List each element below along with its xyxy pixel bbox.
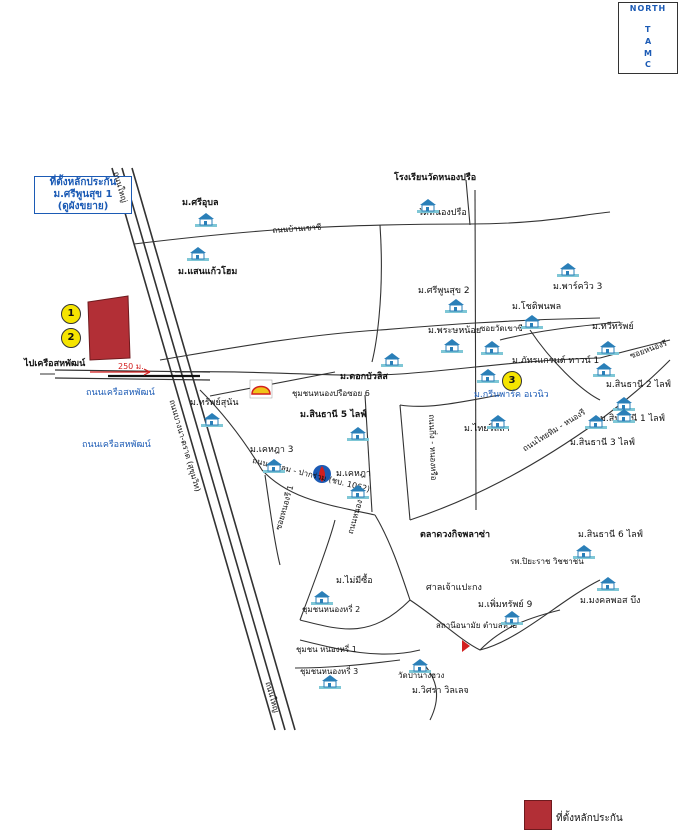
- label-saengkaew: ม.แสนแก้วโฮม: [178, 267, 238, 277]
- label-green-park: ม.กรีนพาร์ค อเวนิว: [474, 390, 549, 400]
- label-sinthani5: ม.สินธานี 5 ไลฟ์: [300, 410, 367, 420]
- legend-label: ที่ตั้งหลักประกัน: [556, 813, 623, 824]
- road-label-tabma: ถนนกึ่ง - หนองหรือ: [427, 414, 439, 481]
- north-label: NORTH: [629, 4, 667, 13]
- label-school: โรงเรียนวัดหนองปรือ: [394, 173, 477, 183]
- highway: [111, 167, 296, 731]
- collateral-callout: ที่ตั้งหลักประกัน ม.ศรีพูนสุข 1 (ดูผังขย…: [34, 176, 132, 214]
- north-letter-t: T: [645, 25, 651, 34]
- label-hospital: รพ.ปิยะราช วิชชาชน: [510, 557, 584, 566]
- label-khunthong: ม.เคหฎา: [336, 469, 371, 479]
- label-community-nongkrai3: ชุมชนหนองหรี่ 3: [300, 667, 359, 676]
- label-temple-nongkrai: วัดป่านางฮวง: [398, 671, 445, 680]
- label-pruksa-hill: ม.พระษหน้อย: [428, 326, 482, 336]
- house-icon: [380, 350, 404, 368]
- label-phonsomphon: ม.โชติพนพล: [512, 302, 562, 312]
- north-letter-m: M: [644, 49, 652, 58]
- label-thaiwillage: ม.ไทยวิลล่า: [464, 424, 510, 434]
- north-letter-c: C: [645, 60, 651, 69]
- label-phet-grand: ม.ภัทรแกรนด์ ทาวน์ 1: [512, 356, 600, 366]
- house-icon: [346, 482, 370, 500]
- legend-swatch: [524, 800, 552, 830]
- label-community-nongkrai: ชุมชนหนองหรี่ 2: [302, 605, 361, 614]
- label-dokbua: ม.ดอกบัวลิส: [340, 372, 388, 382]
- shell-logo-icon: [249, 379, 273, 399]
- house-icon: [500, 608, 524, 626]
- port-road: [40, 369, 211, 381]
- collateral-plot: [87, 295, 131, 361]
- house-icon: [572, 542, 596, 560]
- road-network: [133, 179, 671, 721]
- distance-label: 250 ม.: [118, 362, 144, 371]
- house-icon: [480, 338, 504, 356]
- house-icon: [310, 588, 334, 606]
- house-icon: [596, 574, 620, 592]
- house-icon: [584, 412, 608, 430]
- road-label-soi: ซอยวัดเขาซี: [480, 324, 523, 333]
- label-sinthani6: ม.สินธานี 6 ไลฟ์: [578, 530, 643, 540]
- label-wirat: ม.วิศรา วิลเลจ: [412, 686, 469, 696]
- label-temple-nongprue: วัดหนองปรือ: [418, 208, 467, 218]
- house-icon: [200, 410, 224, 428]
- health-station-marker: [462, 640, 470, 652]
- label-market: ตลาดวงกิจพลาซ่า: [420, 530, 491, 540]
- label-shrine: ศาลเจ้าแปะกง: [426, 583, 482, 593]
- north-indicator: NORTH T A M C: [618, 2, 678, 74]
- callout-line-3: (ดูผังขยาย): [57, 201, 109, 212]
- house-icon: [408, 656, 432, 674]
- north-letter-a: A: [645, 37, 652, 46]
- house-icon: [416, 196, 440, 214]
- label-khunthong3: ม.เคหฎา 3: [250, 445, 294, 455]
- label-sinthani2: ม.สินธานี 2 ไลฟ์: [606, 380, 671, 390]
- label-community-nongkrai1: ชุมชน หนองหรี่ 1: [296, 645, 357, 654]
- house-icon: [612, 406, 636, 424]
- ptt-logo-icon: [313, 465, 331, 483]
- house-icon: [318, 672, 342, 690]
- house-icon: [346, 424, 370, 442]
- plot-number-2: 2: [61, 328, 81, 348]
- label-port-road-2: ถนนเครือสหพัฒน์: [82, 440, 151, 450]
- label-phimsap9: ม.เพิ่มทรัพย์ 9: [478, 600, 533, 610]
- label-sapthong: ม.ทรัพย์สุนัน: [190, 398, 239, 408]
- label-community-6: ชุมชนหนองปรือซอย 6: [292, 389, 370, 398]
- label-sinthani3: ม.สินธานี 3 ไลฟ์: [570, 438, 635, 448]
- label-sriubon: ม.ศรีอุบล: [182, 198, 219, 208]
- house-icon: [186, 244, 210, 262]
- label-sinthani1: ม.สินธานี 1 ไลฟ์: [600, 414, 665, 424]
- label-port-road-1: ถนนเครือสหพัฒน์: [86, 388, 155, 398]
- label-to-port: ไปเครือสหพัฒน์: [24, 359, 86, 369]
- callout-line-1: ที่ตั้งหลักประกัน: [49, 177, 117, 188]
- house-icon: [596, 338, 620, 356]
- house-icon: [262, 456, 286, 474]
- house-icon: [194, 210, 218, 228]
- house-icon: [476, 366, 500, 384]
- distance-marker: [90, 368, 151, 376]
- plot-number-3: 3: [502, 371, 522, 391]
- house-icon: [444, 296, 468, 314]
- plot-number-1: 1: [61, 304, 81, 324]
- label-maneeseri: ม.ไม่มีซื้อ: [336, 576, 373, 586]
- house-icon: [440, 336, 464, 354]
- callout-line-2: ม.ศรีพูนสุข 1: [53, 189, 113, 200]
- label-thanawin: ม.ทวีทรัพย์: [592, 322, 634, 332]
- label-mangkorn: ม.มงคลพอส บึง: [580, 596, 641, 606]
- label-sripoonsuk2: ม.ศรีพูนสุข 2: [418, 286, 470, 296]
- label-parkview: ม.พาร์ควิว 3: [553, 282, 603, 292]
- house-icon: [520, 312, 544, 330]
- house-icon: [556, 260, 580, 278]
- label-health-station: สถานีอนามัย ตำบลห้วย: [436, 621, 518, 630]
- house-icon: [486, 412, 510, 430]
- house-icon: [592, 360, 616, 378]
